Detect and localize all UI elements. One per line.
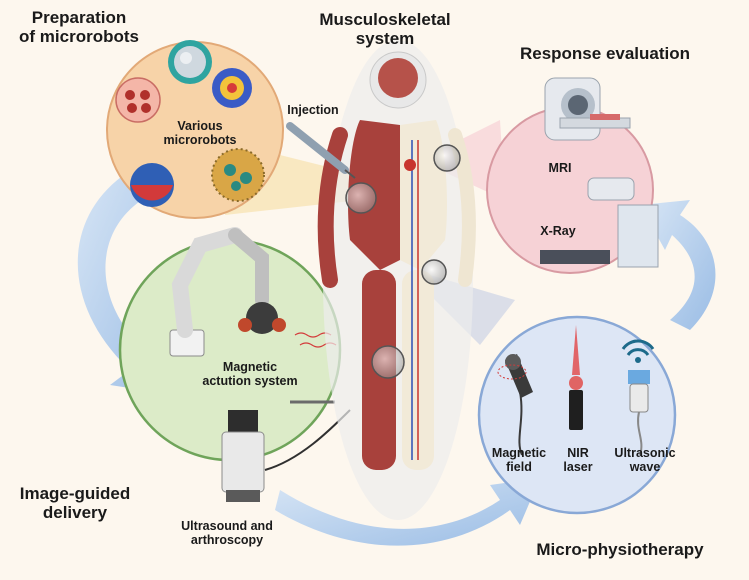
mri-scanner-icon [544, 77, 631, 141]
label-magnetic-actuation: Magnetic actution system [202, 360, 298, 388]
nir-laser-icon [569, 325, 583, 430]
arrow-delivery-to-physio [275, 478, 540, 546]
physio-circle [477, 315, 677, 515]
ultrasound-cart-icon [221, 410, 265, 502]
human-body-figure [317, 40, 476, 520]
microrobot-cluster-icon [115, 77, 161, 123]
response-circle [486, 77, 659, 274]
label-nir-laser: NIR laser [563, 446, 593, 474]
label-xray: X-Ray [540, 224, 576, 238]
microrobot-spiky-icon [211, 148, 265, 202]
label-ultrasound-arthroscopy: Ultrasound and arthroscopy [181, 519, 273, 547]
microrobot-star-icon [212, 68, 252, 108]
label-ultrasonic-wave: Ultrasonic wave [614, 446, 676, 474]
ultrasonic-probe-icon [621, 339, 655, 456]
robot-arm-icon [169, 227, 286, 357]
section-title-physio: Micro-physiotherapy [536, 540, 704, 559]
diagram-title: Musculoskeletal system [319, 10, 451, 48]
arrow-physio-to-response [640, 200, 716, 330]
flow-arrows [77, 160, 716, 546]
joint-magnifiers [345, 144, 461, 379]
section-title-image-guided: Image-guided delivery [19, 484, 131, 522]
preparation-circle [106, 40, 284, 219]
label-injection: Injection [287, 103, 339, 117]
delivery-circle [118, 227, 351, 502]
syringe-icon [286, 122, 356, 179]
label-various-microrobots: Various microrobots [163, 119, 237, 147]
section-title-response: Response evaluation [519, 44, 691, 63]
arrow-prep-to-delivery [77, 160, 175, 395]
magnetic-field-icon [497, 354, 533, 456]
xray-machine-icon [540, 177, 659, 268]
label-mri: MRI [548, 161, 572, 175]
section-title-preparation: Preparation of microrobots [19, 8, 139, 46]
microrobot-sphere-icon [130, 163, 174, 207]
label-magnetic-field: Magnetic field [491, 446, 547, 474]
microrobot-core-shell-icon [168, 40, 212, 84]
